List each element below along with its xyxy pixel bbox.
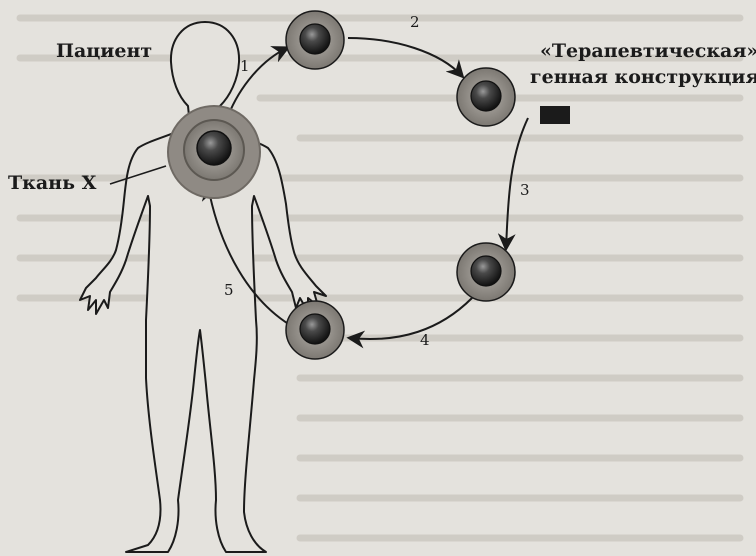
tissue-x-cell (168, 106, 260, 198)
step-number-1: 1 (240, 58, 250, 74)
background-text-lines (20, 18, 740, 538)
step-number-3: 3 (520, 182, 530, 198)
tissue-x-label: Ткань X (8, 172, 96, 195)
gene-construct-label-line2: генная конструкция (530, 66, 756, 89)
step-number-5: 5 (224, 282, 234, 298)
gene-construct-label-line1: «Терапевтическая» (540, 40, 756, 63)
cell-receiving-construct (457, 68, 515, 126)
arrow-step-4 (350, 298, 472, 339)
cell-extracted (286, 11, 344, 69)
patient-label: Пациент (56, 40, 152, 63)
cell-returned (286, 301, 344, 359)
cell-modified (457, 243, 515, 301)
gene-construct-block (540, 106, 570, 124)
step-number-2: 2 (410, 14, 420, 30)
step-number-4: 4 (420, 332, 430, 348)
